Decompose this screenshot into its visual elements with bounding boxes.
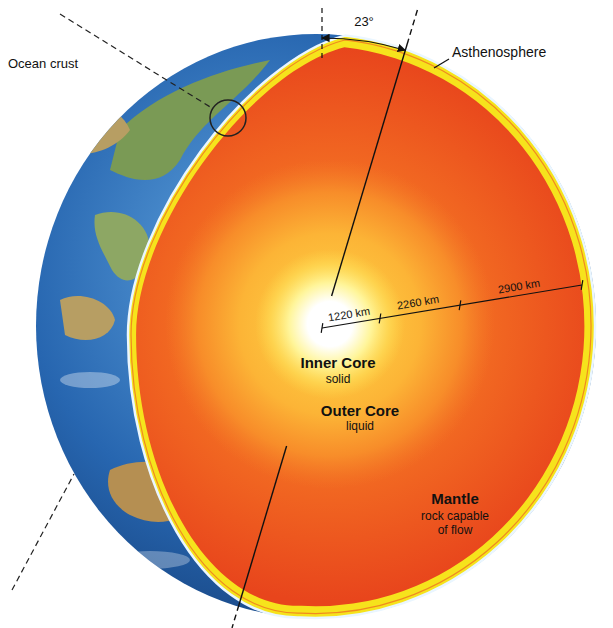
layer-note: solid: [326, 372, 351, 386]
detail-leader: [12, 474, 74, 590]
axis-line: [332, 40, 409, 296]
layer-name: Inner Core: [300, 354, 375, 372]
text-holder: 2260 km: [397, 293, 441, 313]
layer-fill: [165, 159, 495, 489]
layer-note: liquid: [346, 419, 374, 433]
leader-line: [434, 59, 449, 68]
text-holder: Mantle: [431, 490, 479, 508]
dimension-tick: [379, 314, 381, 324]
text-holder: rock capable of flow: [417, 509, 493, 538]
layer-label: Ocean crust: [8, 56, 78, 72]
dimension-tick: [321, 323, 323, 333]
text-holder: 23°: [354, 14, 374, 30]
layer-region: Outer Coreliquid Inner Coresolid: [165, 159, 495, 489]
text-holder: 1220 km: [328, 304, 372, 324]
text-holder: Inner Core: [300, 354, 375, 372]
cloud: [60, 372, 120, 388]
globe: [36, 34, 596, 618]
vertical-reference: [321, 8, 322, 62]
layer-note: rock capable of flow: [417, 509, 493, 538]
detail-leader: [60, 14, 213, 109]
text-holder: liquid: [346, 419, 374, 433]
text-holder: Outer Core: [321, 402, 399, 420]
axis-dashed: [408, 10, 417, 40]
axis-dashed: [232, 605, 239, 628]
text-holder: Ocean crust: [8, 56, 78, 72]
layer-label: Asthenosphere: [452, 44, 546, 61]
dimension-label: 2900 km: [498, 276, 542, 296]
rim-line: [131, 40, 591, 614]
land: [60, 108, 130, 154]
layer-fill: [255, 249, 405, 399]
layer-fill: [136, 47, 584, 606]
detail-circle: [210, 100, 246, 136]
crust-rim: [128, 36, 595, 618]
dimension-label: 2260 km: [397, 293, 441, 313]
land: [60, 296, 115, 340]
layer-region: Inner Coresolid: [255, 249, 405, 399]
axis-line: [239, 446, 287, 605]
dimension-label: 1220 km: [328, 304, 372, 324]
layer-name: Outer Core: [321, 402, 399, 420]
text-holder: solid: [326, 372, 351, 386]
dimension-tick: [581, 280, 583, 290]
angle-label: 23°: [354, 14, 374, 30]
text-holder: Asthenosphere: [452, 44, 546, 61]
dimension-tick: [459, 300, 461, 310]
text-holder: 2900 km: [498, 276, 542, 296]
dimension-line: [322, 285, 582, 328]
cloud: [110, 551, 190, 569]
angle-arc: [322, 38, 405, 50]
layer-name: Mantle: [431, 490, 479, 508]
